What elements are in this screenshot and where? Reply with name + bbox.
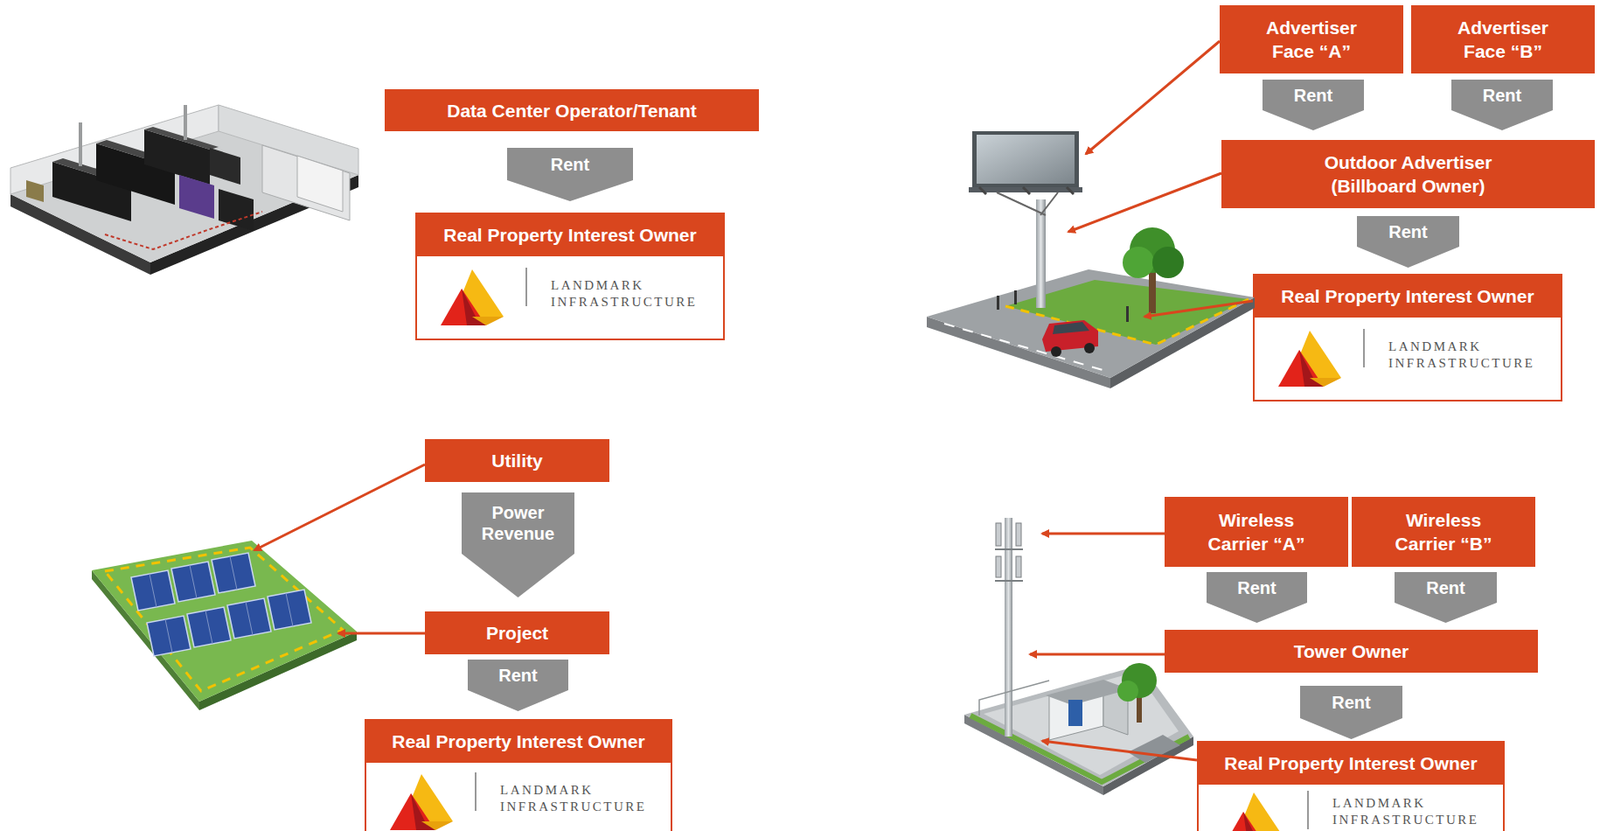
chevron-label: Rent — [1237, 577, 1276, 599]
party-box: Outdoor Advertiser (Billboard Owner) — [1221, 139, 1595, 209]
chevron-label: Rent — [1293, 84, 1333, 106]
owner-box: Real Property Interest OwnerLANDMARK INF… — [364, 718, 673, 831]
chevron-fill — [1394, 571, 1497, 623]
chevron-text-area: Power Revenue — [461, 492, 575, 554]
billboard-illustration — [926, 131, 1255, 389]
chevron-fill — [1451, 79, 1553, 131]
box-label: Advertiser Face “B” — [1441, 15, 1565, 63]
brand-name: LANDMARK INFRASTRUCTURE — [550, 277, 726, 311]
box-label: Advertiser Face “A” — [1250, 15, 1373, 63]
owner-header: Real Property Interest Owner — [1198, 742, 1503, 785]
box-label: Wireless Carrier “B” — [1382, 507, 1505, 556]
rent-chevron: Rent — [1262, 79, 1364, 131]
chevron-fill — [1356, 215, 1460, 268]
chevron-text-area: Rent — [1394, 571, 1497, 603]
party-box: Advertiser Face “B” — [1411, 5, 1595, 74]
owner-heading: Real Property Interest Owner — [391, 730, 645, 752]
rent-chevron: Rent — [1451, 79, 1553, 131]
chevron-label: Rent — [1388, 221, 1427, 243]
chevron-text-area: Rent — [1206, 571, 1308, 603]
party-box: Wireless Carrier “B” — [1351, 496, 1536, 567]
chevron-fill — [467, 659, 569, 711]
rent-chevron: Rent — [1300, 685, 1403, 739]
party-box: Project — [424, 611, 610, 654]
brand-name: LANDMARK INFRASTRUCTURE — [1332, 794, 1508, 828]
rent-chevron: Rent — [507, 147, 634, 202]
owner-heading: Real Property Interest Owner — [443, 224, 696, 246]
box-label: Tower Owner — [1293, 639, 1409, 663]
owner-header: Real Property Interest Owner — [366, 720, 671, 763]
owner-header: Real Property Interest Owner — [1254, 275, 1561, 318]
chevron-text-area: Rent — [1262, 79, 1364, 111]
rent-chevron: Rent — [1356, 215, 1460, 268]
chevron-label: Rent — [498, 664, 537, 686]
box-label: Wireless Carrier “A” — [1195, 507, 1318, 556]
box-label: Data Center Operator/Tenant — [446, 98, 697, 123]
party-box: Wireless Carrier “A” — [1164, 496, 1349, 567]
chevron-text-area: Rent — [1451, 79, 1553, 111]
chevron-fill — [1206, 571, 1308, 623]
rent-chevron: Rent — [1394, 571, 1497, 623]
party-box: Tower Owner — [1164, 629, 1538, 673]
rent-chevron: Rent — [1206, 571, 1308, 623]
brand-name: LANDMARK INFRASTRUCTURE — [1388, 338, 1564, 372]
owner-box: Real Property Interest OwnerLANDMARK INF… — [1196, 740, 1505, 831]
leader-arrows — [254, 41, 1253, 760]
chevron-label: Power Revenue — [474, 501, 563, 544]
party-box: Data Center Operator/Tenant — [384, 89, 759, 132]
box-label: Project — [486, 620, 549, 645]
party-box: Utility — [424, 438, 610, 482]
chevron-text-area: Rent — [467, 659, 569, 690]
chevron-fill — [461, 492, 575, 598]
chevron-label: Rent — [1331, 691, 1371, 713]
cell-tower-illustration — [964, 517, 1194, 795]
chevron-label: Rent — [550, 153, 590, 175]
data-center-illustration — [10, 104, 359, 275]
owner-heading: Real Property Interest Owner — [1224, 752, 1477, 774]
chevron-label: Rent — [1426, 577, 1465, 599]
owner-heading: Real Property Interest Owner — [1280, 285, 1534, 307]
chevron-text-area: Rent — [1356, 215, 1460, 247]
rent-chevron: Power Revenue — [461, 492, 575, 598]
owner-header: Real Property Interest Owner — [417, 214, 724, 257]
chevron-text-area: Rent — [1300, 685, 1403, 718]
rent-chevron: Rent — [467, 659, 569, 711]
owner-box: Real Property Interest OwnerLANDMARK INF… — [1252, 273, 1563, 402]
chevron-text-area: Rent — [507, 147, 634, 181]
box-label: Utility — [491, 448, 543, 473]
box-label: Outdoor Advertiser (Billboard Owner) — [1303, 150, 1514, 198]
owner-box: Real Property Interest OwnerLANDMARK INF… — [415, 212, 725, 341]
company-logo — [389, 267, 1364, 831]
party-box: Advertiser Face “A” — [1219, 5, 1404, 74]
chevron-fill — [1300, 685, 1403, 739]
solar-farm-illustration — [91, 540, 357, 710]
brand-name: LANDMARK INFRASTRUCTURE — [500, 781, 675, 815]
chevron-fill — [1262, 79, 1364, 131]
chevron-label: Rent — [1482, 84, 1522, 106]
chevron-fill — [507, 147, 634, 202]
